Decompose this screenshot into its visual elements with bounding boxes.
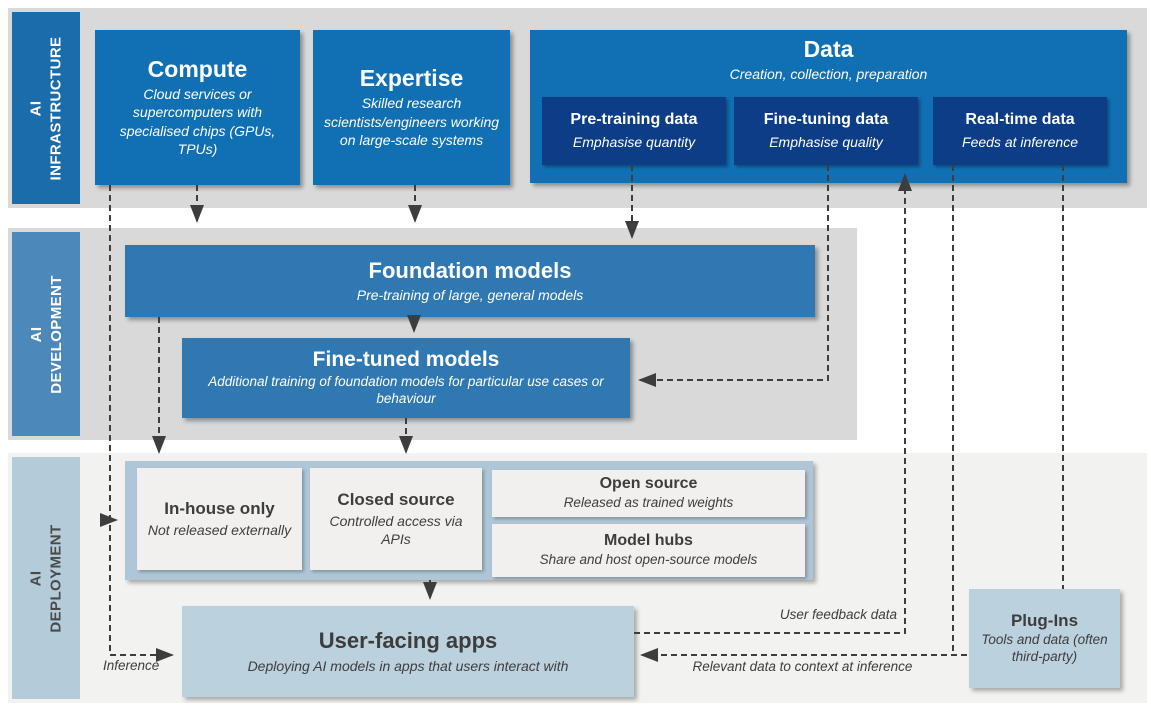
label-ai-development: AI DEVELOPMENT: [12, 232, 80, 436]
foundation-models-box: Foundation models Pre-training of large,…: [125, 245, 815, 317]
data-desc: Creation, collection, preparation: [729, 66, 928, 83]
in-house-only-desc: Not released externally: [147, 522, 292, 539]
compute-box: Compute Cloud services or supercomputers…: [95, 30, 300, 185]
foundation-models-desc: Pre-training of large, general models: [356, 287, 584, 304]
annotation-relevant-data: Relevant data to context at inference: [692, 659, 913, 674]
data-box: Data Creation, collection, preparation P…: [530, 30, 1127, 183]
label-ai-deployment-line2: DEPLOYMENT: [47, 523, 64, 633]
open-source-title: Open source: [599, 474, 698, 492]
fine-tuned-models-box: Fine-tuned models Additional training of…: [182, 338, 630, 418]
in-house-only-box: In-house only Not released externally: [137, 468, 302, 570]
closed-source-title: Closed source: [337, 489, 455, 509]
closed-source-desc: Controlled access via APIs: [329, 513, 463, 548]
user-facing-apps-title: User-facing apps: [318, 628, 498, 654]
compute-title: Compute: [147, 55, 248, 82]
open-source-desc: Released as trained weights: [563, 495, 734, 511]
label-ai-infrastructure: AI INFRASTRUCTURE: [12, 12, 80, 204]
open-source-box: Open source Released as trained weights: [492, 470, 805, 517]
fine-tuning-data-desc: Emphasise quality: [769, 133, 883, 150]
pre-training-data-desc: Emphasise quantity: [572, 133, 696, 150]
label-ai-development-line1: AI: [27, 326, 45, 342]
real-time-data-box: Real-time data Feeds at inference: [933, 97, 1107, 165]
fine-tuned-models-desc: Additional training of foundation models…: [208, 374, 604, 407]
label-ai-deployment: AI DEPLOYMENT: [12, 457, 80, 699]
real-time-data-desc: Feeds at inference: [962, 133, 1078, 150]
pre-training-data-title: Pre-training data: [570, 111, 698, 129]
fine-tuning-data-box: Fine-tuning data Emphasise quality: [734, 97, 918, 165]
label-ai-deployment-line1: AI: [27, 570, 45, 586]
label-ai-development-line2: DEVELOPMENT: [47, 274, 65, 394]
expertise-box: Expertise Skilled research scientists/en…: [313, 30, 510, 185]
expertise-desc: Skilled research scientists/engineers wo…: [323, 95, 500, 148]
label-ai-infrastructure-line2: INFRASTRUCTURE: [47, 36, 64, 180]
pre-training-data-box: Pre-training data Emphasise quantity: [542, 97, 726, 165]
model-hubs-box: Model hubs Share and host open-source mo…: [492, 524, 805, 577]
plug-ins-desc: Tools and data (often third-party): [981, 632, 1108, 665]
user-facing-apps-desc: Deploying AI models in apps that users i…: [247, 657, 569, 674]
fine-tuned-models-title: Fine-tuned models: [312, 348, 500, 372]
fine-tuning-data-title: Fine-tuning data: [763, 111, 889, 129]
real-time-data-title: Real-time data: [965, 111, 1075, 129]
closed-source-box: Closed source Controlled access via APIs: [310, 468, 482, 570]
data-header: Data Creation, collection, preparation: [530, 36, 1127, 83]
plug-ins-box: Plug-Ins Tools and data (often third-par…: [969, 589, 1120, 688]
compute-desc: Cloud services or supercomputers with sp…: [119, 86, 276, 157]
foundation-models-title: Foundation models: [368, 257, 572, 283]
annotation-inference: Inference: [103, 658, 160, 673]
data-title: Data: [803, 36, 854, 62]
plug-ins-title: Plug-Ins: [1010, 610, 1079, 630]
model-hubs-title: Model hubs: [604, 531, 693, 549]
label-ai-infrastructure-line1: AI: [27, 100, 45, 116]
annotation-user-feedback-data: User feedback data: [779, 607, 897, 622]
expertise-title: Expertise: [359, 65, 464, 92]
user-facing-apps-box: User-facing apps Deploying AI models in …: [182, 606, 634, 697]
model-hubs-desc: Share and host open-source models: [539, 552, 758, 568]
in-house-only-title: In-house only: [164, 498, 275, 518]
